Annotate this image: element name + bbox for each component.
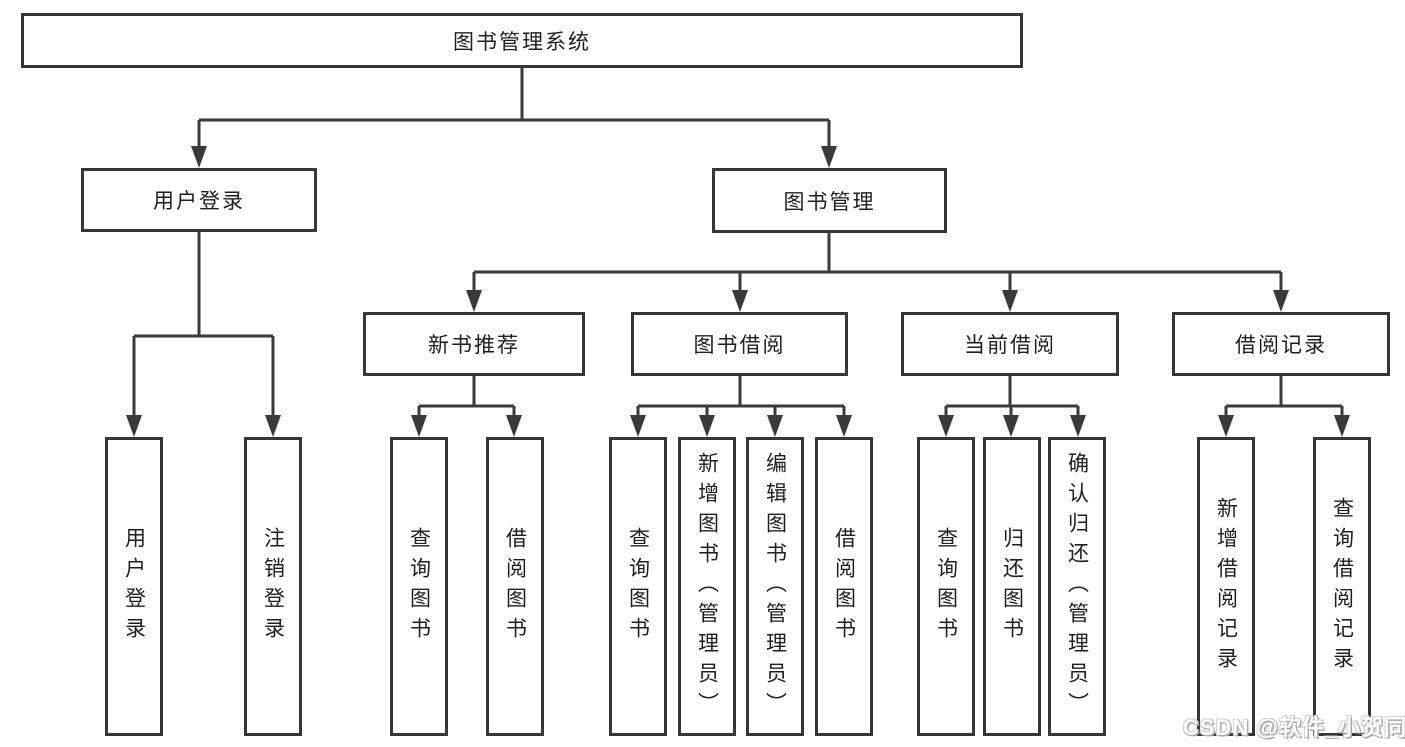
leaf-add-borrow-record: 新增借阅记录 [1197, 437, 1255, 736]
node-borrowing-records: 借阅记录 [1172, 312, 1390, 376]
leaf-add-borrow-record-label: 新增借阅记录 [1214, 496, 1238, 677]
leaf-edit-book-admin-label: 编辑图书（管理员） [763, 451, 787, 722]
leaf-query-books-recommend-label: 查询图书 [407, 526, 431, 647]
node-user-login-branch: 用户登录 [81, 168, 317, 232]
leaf-logout-label: 注销登录 [261, 526, 285, 647]
leaf-query-borrow-record-label: 查询借阅记录 [1330, 496, 1354, 677]
leaf-borrow-books: 借阅图书 [815, 437, 873, 736]
leaf-add-book-admin: 新增图书（管理员） [678, 437, 736, 736]
leaf-query-books-borrow: 查询图书 [609, 437, 667, 736]
node-current-borrowing-label: 当前借阅 [964, 334, 1056, 357]
leaf-query-books-borrow-label: 查询图书 [626, 526, 650, 647]
leaf-return-book: 归还图书 [983, 437, 1041, 736]
leaf-return-book-label: 归还图书 [1000, 526, 1024, 647]
leaf-query-books-current: 查询图书 [917, 437, 975, 736]
node-new-book-recommendation-label: 新书推荐 [428, 334, 520, 357]
node-book-management: 图书管理 [712, 168, 947, 233]
leaf-query-books-recommend: 查询图书 [390, 437, 448, 736]
leaf-borrow-books-recommend-label: 借阅图书 [503, 526, 527, 647]
connector-arrowheads [126, 146, 1350, 437]
leaf-user-login: 用户登录 [105, 437, 163, 736]
leaf-edit-book-admin: 编辑图书（管理员） [746, 437, 804, 736]
node-user-login-branch-label: 用户登录 [153, 190, 245, 213]
node-current-borrowing: 当前借阅 [901, 312, 1119, 376]
leaf-add-book-admin-label: 新增图书（管理员） [695, 451, 719, 722]
leaf-borrow-books-label: 借阅图书 [832, 526, 856, 647]
node-book-management-label: 图书管理 [783, 190, 876, 214]
leaf-logout: 注销登录 [244, 437, 302, 736]
csdn-watermark: CSDN @软件_小贺同学 [1183, 715, 1405, 740]
node-borrowing-records-label: 借阅记录 [1235, 334, 1327, 357]
leaf-query-books-current-label: 查询图书 [934, 526, 958, 647]
node-root-label: 图书管理系统 [453, 30, 591, 54]
leaf-confirm-return-admin: 确认归还（管理员） [1048, 437, 1106, 736]
node-root: 图书管理系统 [21, 13, 1023, 68]
leaf-query-borrow-record: 查询借阅记录 [1313, 437, 1371, 736]
connector-lines [132, 68, 1344, 416]
node-book-borrowing-label: 图书借阅 [693, 334, 786, 357]
node-new-book-recommendation: 新书推荐 [363, 312, 585, 376]
leaf-confirm-return-admin-label: 确认归还（管理员） [1065, 451, 1089, 722]
leaf-user-login-label: 用户登录 [122, 526, 146, 647]
node-book-borrowing: 图书借阅 [631, 312, 848, 376]
leaf-borrow-books-recommend: 借阅图书 [486, 437, 544, 736]
